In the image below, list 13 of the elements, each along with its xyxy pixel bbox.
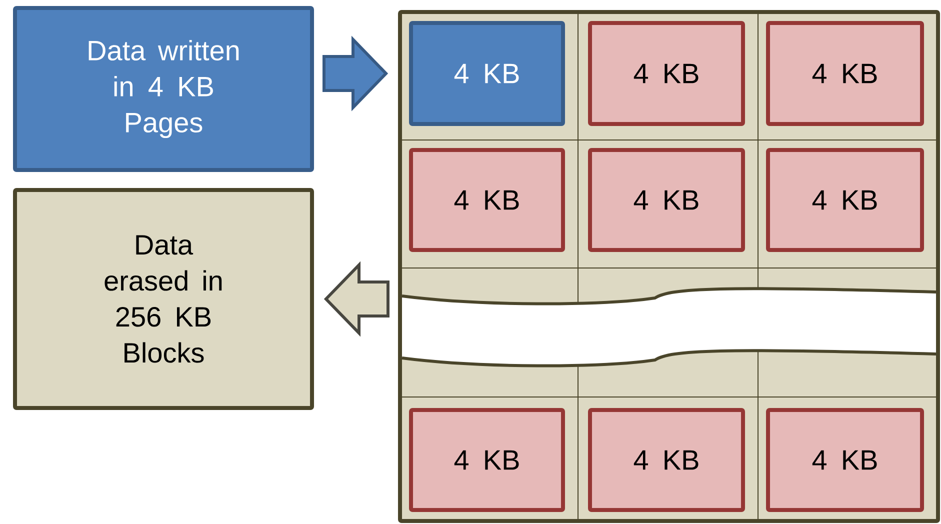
page-box: 4 KB xyxy=(588,148,746,252)
page-box: 4 KB xyxy=(588,21,746,126)
page-box: 4 KB xyxy=(409,148,565,252)
text-box: Data erased in 256 KB Blocks xyxy=(13,188,314,410)
page-box: 4 KB xyxy=(409,21,565,126)
page-box: 4 KB xyxy=(766,408,924,512)
page-box: 4 KB xyxy=(409,408,565,512)
page-box: 4 KB xyxy=(588,408,746,512)
block-arrow xyxy=(322,36,388,112)
block-arrow xyxy=(324,261,390,337)
page-box: 4 KB xyxy=(766,148,924,252)
text-box: Data written in 4 KB Pages xyxy=(13,6,314,172)
page-box: 4 KB xyxy=(766,21,924,126)
